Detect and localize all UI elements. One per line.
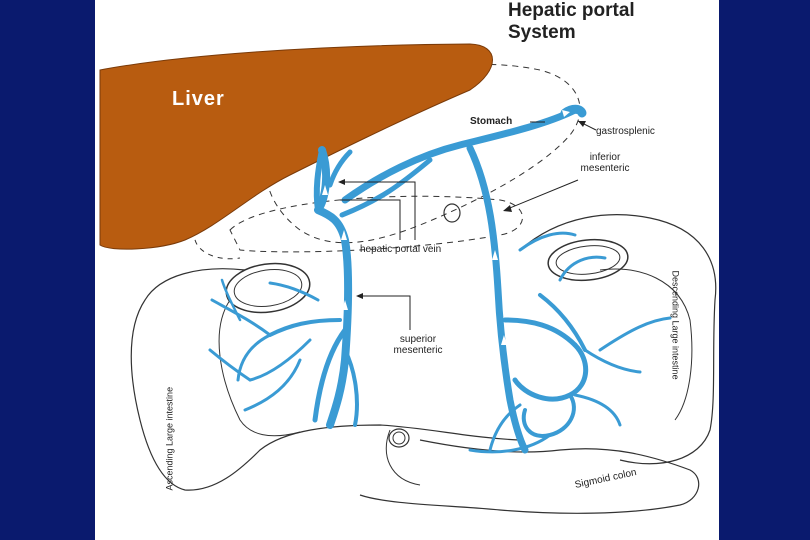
smv-branch-9 [220,278,242,322]
label-inferior-line-1: inferior [589,152,621,163]
liver-branch-1 [313,147,325,213]
arrowhead-gastrosplenic [578,121,586,127]
label-superior-line-1: superior [399,334,437,345]
diagram-title: Hepatic portal System [508,0,635,44]
smv-branch-1 [312,327,348,423]
imv-branch-3 [538,293,587,352]
smv-branch-7 [208,348,252,382]
label-descending-colon: Descending Large intestine [670,270,681,380]
label-gastrosplenic: gastrosplenic [596,126,655,137]
imv-branch-11 [518,231,577,252]
imv-branch-9 [573,393,622,427]
smv-branch-8 [210,298,272,337]
pointer-lines [340,120,597,330]
label-hepatic-portal-vein: hepatic portal vein [360,244,442,255]
pointer-hepatic-2 [340,199,401,240]
cross-section-left [225,262,311,314]
smv-branch-10 [268,281,320,302]
hepatic-portal-vein-trunk [314,146,353,429]
pointer-inferior [504,179,579,211]
label-stomach: Stomach [470,116,513,127]
imv-branch-7 [558,255,607,282]
gastrosplenic-vein [341,106,579,204]
smv-branch-2 [343,348,359,427]
arrowhead-inferior [503,205,512,212]
vein-network [208,104,672,454]
flow-arrow-2 [341,230,347,240]
label-inferior-line-2: mesenteric [580,163,630,174]
ascending-colon-inner [218,299,301,437]
cross-section-left-inner [233,269,303,307]
flow-arrow-4 [492,250,498,260]
imv-branch-6 [488,403,522,452]
rectum-outline [385,429,421,486]
flow-arrow-5 [562,110,570,117]
label-superior-line-2: mesenteric [393,345,443,356]
inferior-mesenteric-vein [466,144,529,454]
label-ascending-colon: Ascending Large intestine [164,386,175,491]
label-inferior-mesenteric: inferior mesenteric [565,152,645,174]
splenic-lower [339,157,433,218]
arrowhead-superior [356,293,363,299]
imv-branch-1 [502,317,578,348]
flow-arrow-1 [342,300,348,310]
arrowhead-hepatic [338,179,345,185]
smv-branch-6 [243,358,302,412]
pointer-arrowheads [338,121,586,299]
cross-section-right-inner [555,245,621,275]
liver-branch-2 [327,149,353,188]
imv-branch-8 [598,316,672,352]
descending-colon [519,214,717,465]
pancreas-outline [229,195,523,253]
cross-section-bottom-inner [392,431,406,445]
ascending-colon [130,268,521,491]
liver-shape [99,43,493,250]
title-line-2: System [508,22,576,43]
pointer-superior [358,295,411,330]
duodenum-outline [193,229,241,260]
flow-arrows [322,110,570,345]
cross-section-right [547,238,629,282]
smv-branch-3 [268,318,342,337]
sigmoid-colon [359,439,700,514]
label-liver: Liver [172,88,225,110]
imv-branch-2 [512,342,589,402]
flow-arrow-6 [322,185,328,195]
title-line-1: Hepatic portal [508,0,635,21]
flow-arrow-3 [501,335,507,345]
descending-colon-inner [599,268,693,421]
pointer-hepatic-1 [340,181,416,240]
imv-branch-10 [468,433,552,454]
smv-branch-4 [236,333,272,382]
label-superior-mesenteric: superior mesenteric [378,334,458,356]
smv-branch-5 [248,338,312,382]
cross-section-small [443,203,461,223]
cross-section-bottom [388,428,410,448]
imv-branch-4 [583,348,642,374]
